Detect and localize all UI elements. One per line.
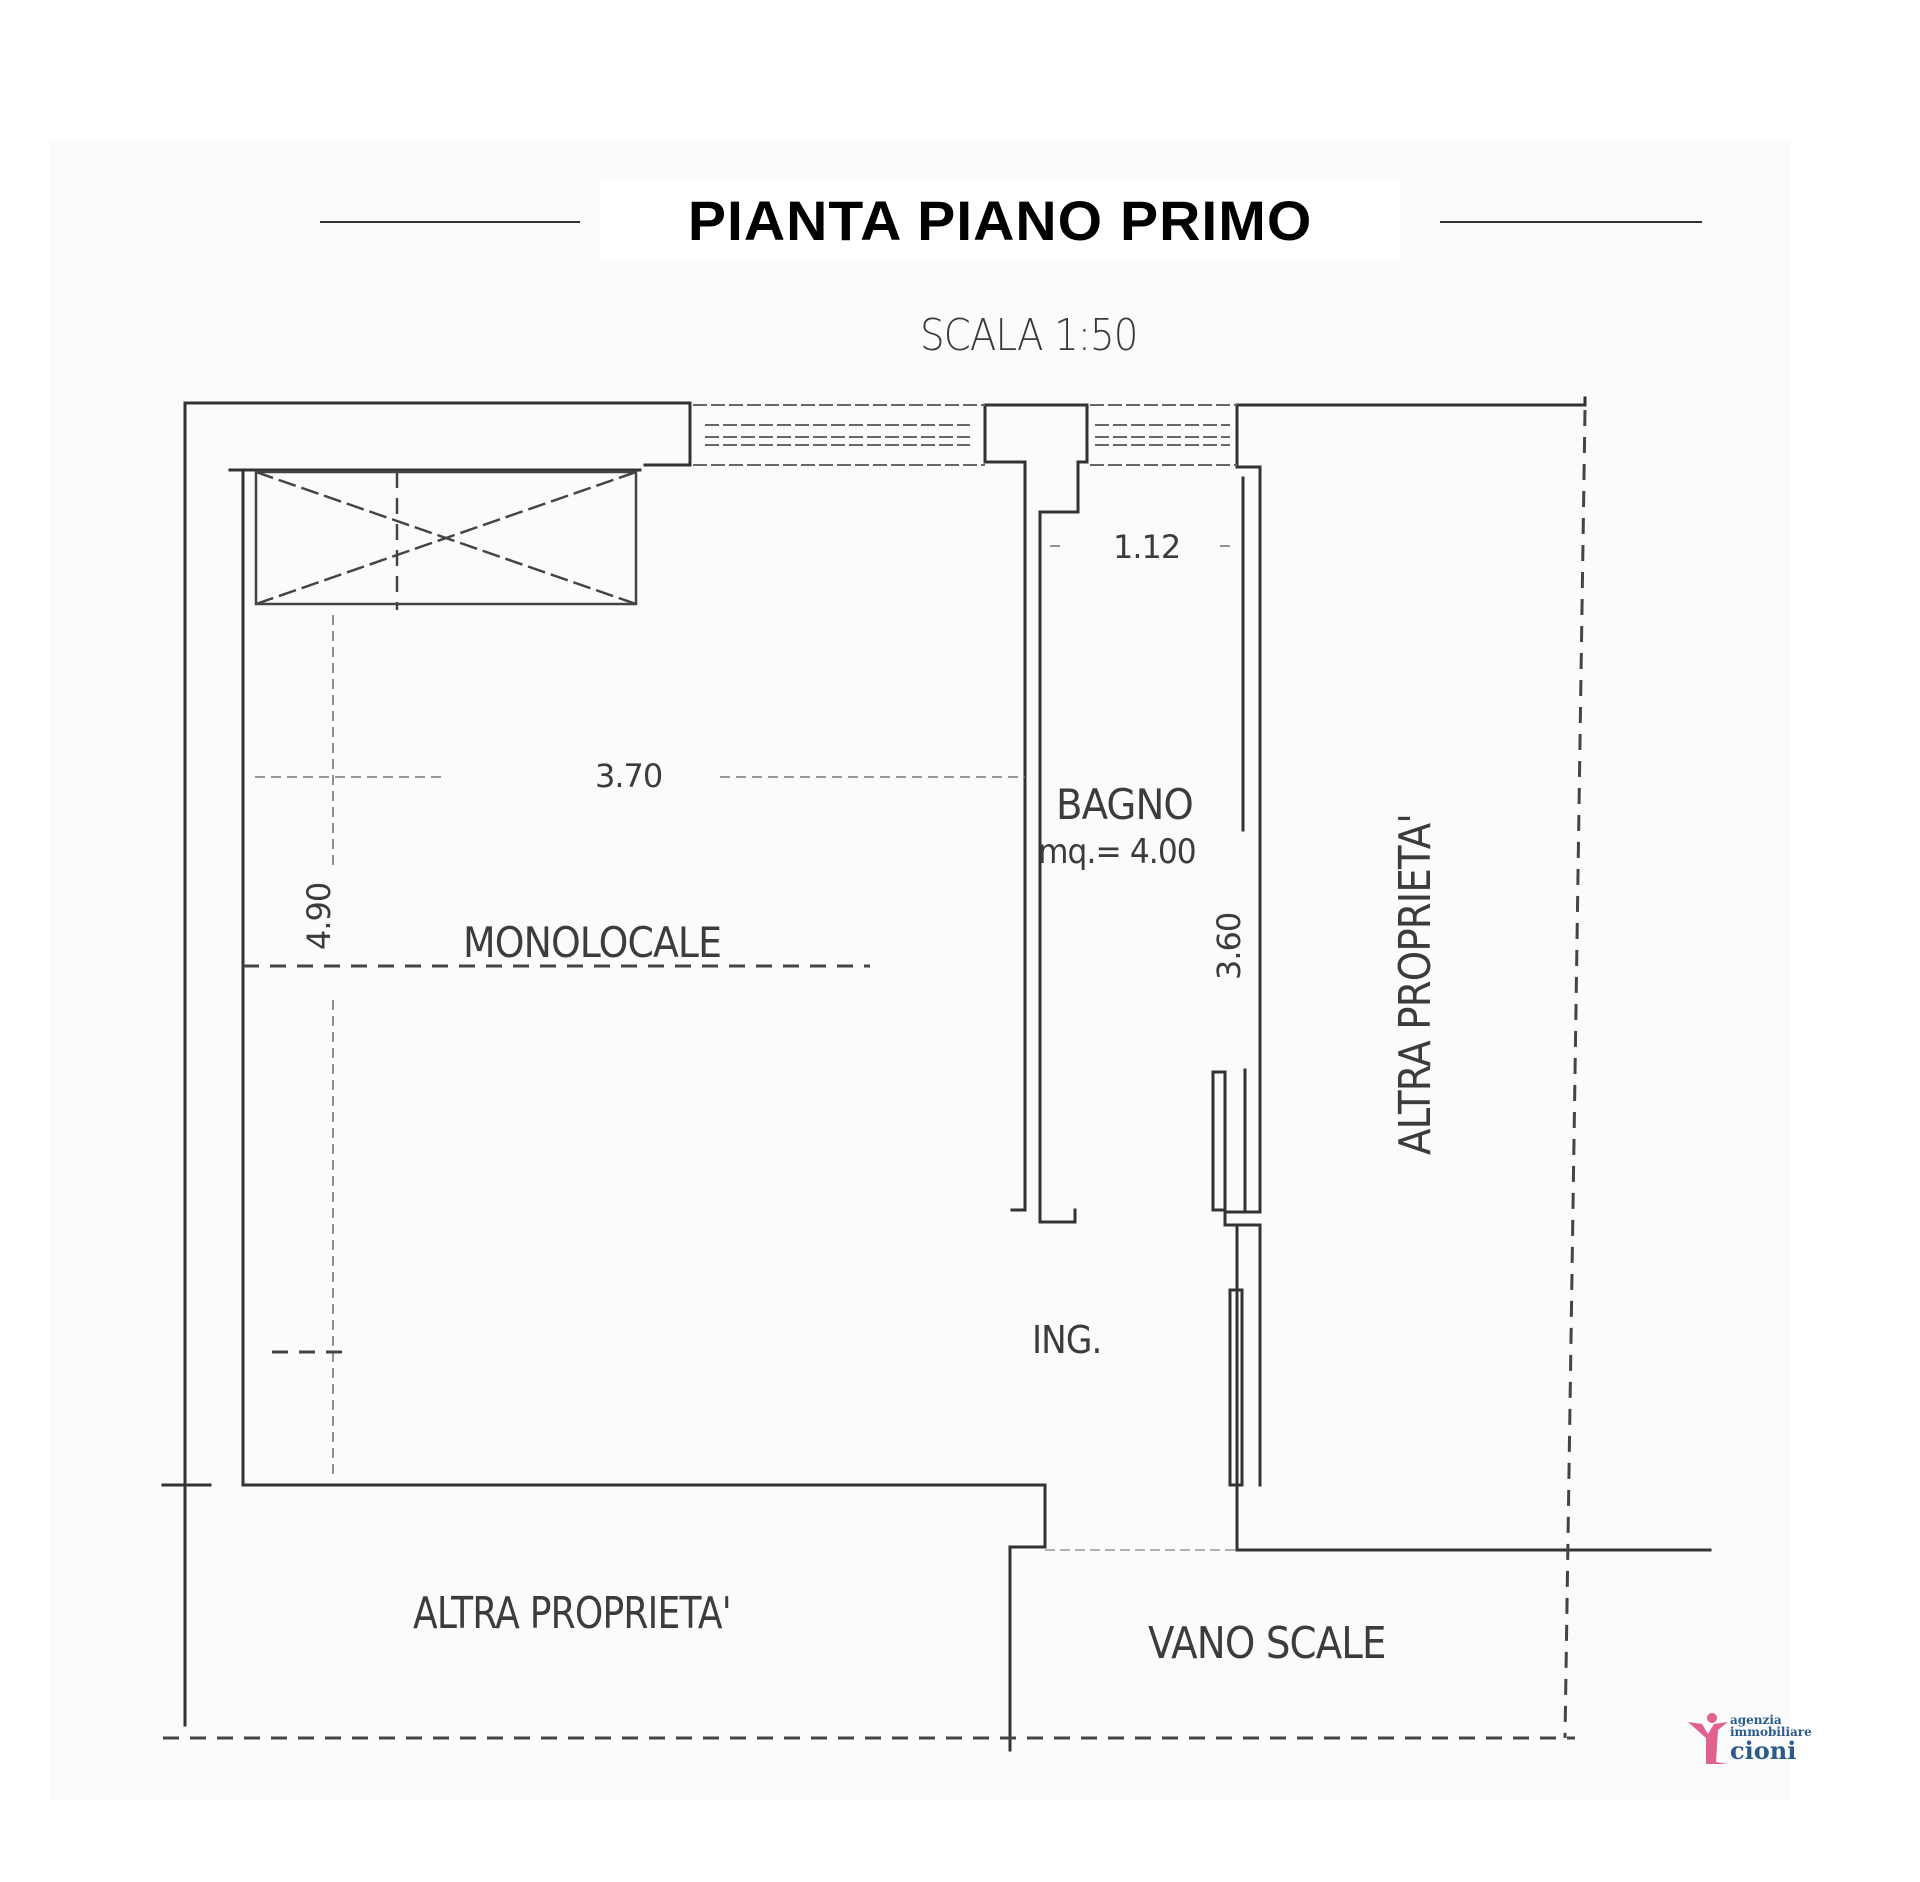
agency-logo: agenzia immobiliare cioni [1688,1712,1838,1772]
wall-top-right [1235,396,1587,407]
dimension-lines [255,545,1230,1480]
drawing-title: PIANTA PIANO PRIMO [687,188,1313,252]
wall-top-left [183,401,692,467]
room-label-vano-scale: VANO SCALE [1148,1618,1386,1669]
agency-logo-mark-icon [1688,1713,1728,1764]
title-rule-left [320,221,580,223]
room-label-monolocale: MONOLOCALE [463,918,722,967]
dimension-monolocale-depth: 4.90 [300,882,338,950]
title-rule-right [1440,221,1702,223]
logo-line-2: immobiliare [1730,1725,1812,1739]
window-top-left [693,404,985,466]
bagno-inner-right [1241,476,1247,1212]
room-label-bagno: BAGNO [1056,780,1194,829]
property-boundary [163,409,1587,1740]
bagno-door-leaf [1211,1070,1227,1212]
wall-main-bottom [241,1483,1047,1752]
bagno-right-wall [1223,403,1262,1487]
scale-label: SCALA 1:50 [920,310,1138,361]
logo-line-1: agenzia [1730,1713,1782,1727]
room-label-ingresso: ING. [1032,1318,1102,1362]
pillar [983,403,1089,1217]
dimension-monolocale-width: 3.70 [595,757,663,795]
room-area-bagno: mq.= 4.00 [1038,832,1197,872]
drawing-sheet [50,140,1790,1800]
room-label-altra-proprieta-right: ALTRA PROPRIETA' [1390,813,1441,1155]
logo-line-3: cioni [1730,1736,1797,1765]
agency-logo-text: agenzia immobiliare cioni [1730,1714,1812,1763]
pillar-left [983,403,1027,1210]
dimension-bagno-depth: 3.60 [1210,912,1248,980]
ingresso-door-leaf [1228,1288,1244,1487]
bagno-bottom-left [1010,1208,1077,1224]
title-box: PIANTA PIANO PRIMO [600,178,1400,262]
window-top-right [1090,404,1237,466]
ingresso-right-wall [1235,1223,1712,1552]
dimension-bagno-width: 1.12 [1113,528,1181,566]
room-label-altra-proprieta-bottom: ALTRA PROPRIETA' [413,1588,732,1639]
wardrobe [254,470,638,610]
